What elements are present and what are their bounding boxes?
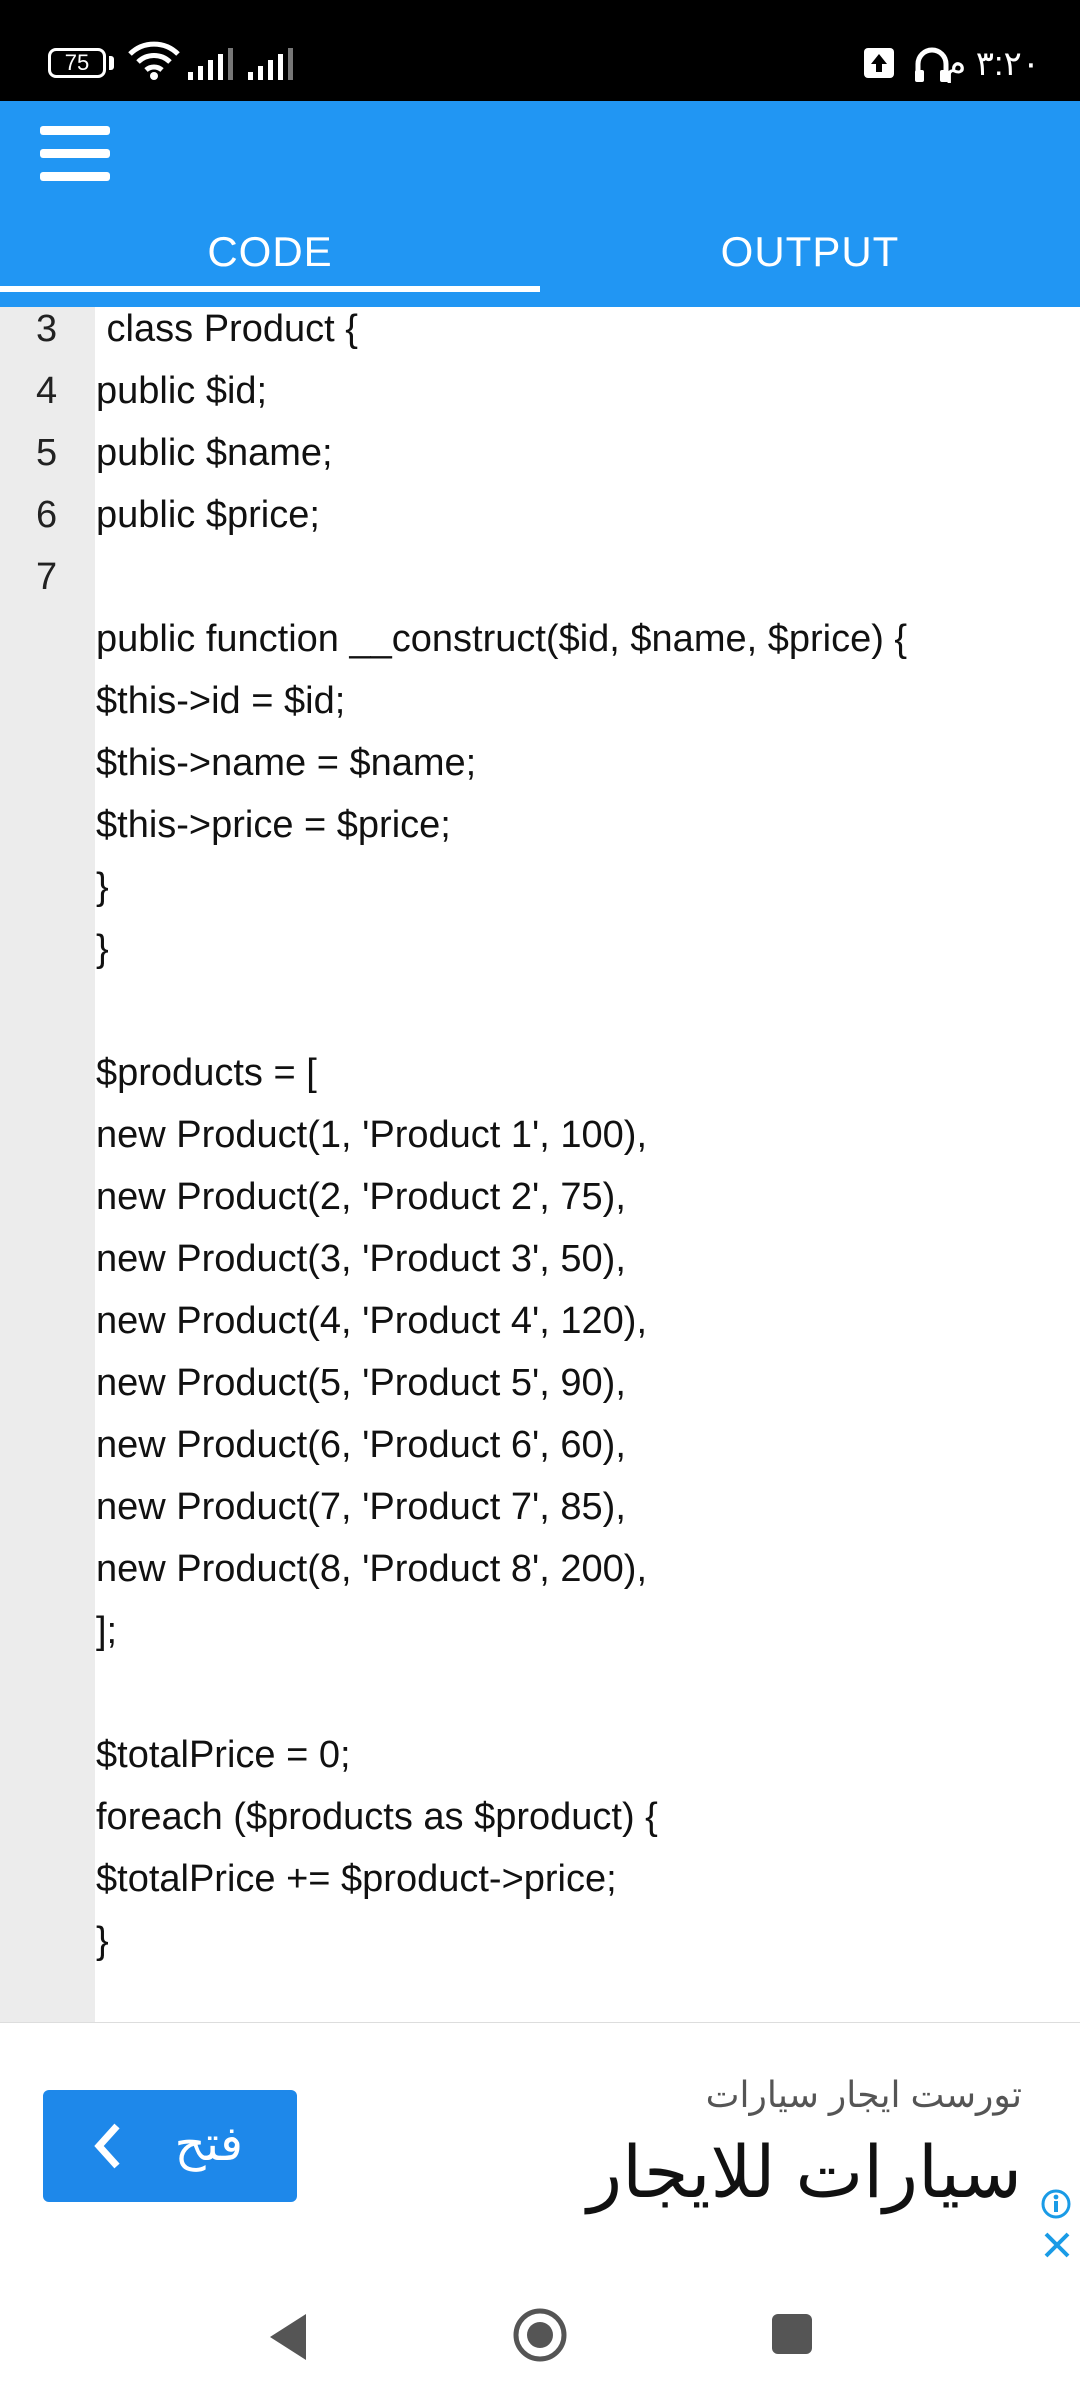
ad-open-label: فتح [174, 2118, 243, 2171]
ad-open-button[interactable]: فتح [43, 2090, 297, 2202]
code-line[interactable]: $this->id = $id; [96, 680, 346, 722]
signal-icon-sim2 [248, 48, 293, 80]
menu-icon[interactable] [40, 126, 110, 186]
home-icon[interactable] [512, 2307, 568, 2363]
ad-close-icon[interactable] [1042, 2230, 1072, 2260]
app-bar [0, 101, 1080, 307]
code-line[interactable]: } [96, 866, 109, 908]
status-time: ٣:٢٠ م [945, 45, 1040, 83]
battery-tip [109, 56, 114, 70]
code-line[interactable]: new Product(3, 'Product 3', 50), [96, 1238, 626, 1280]
code-line[interactable]: public $name; [96, 432, 333, 474]
tab-code[interactable]: CODE [207, 228, 333, 275]
headset-icon [915, 47, 949, 82]
ad-info-icon[interactable] [1040, 2188, 1072, 2220]
code-line[interactable]: public $price; [96, 494, 320, 536]
code-line[interactable]: $products = [ [96, 1052, 317, 1094]
ad-subtitle: تورست ايجار سيارات [705, 2074, 1022, 2115]
recent-apps-icon[interactable] [772, 2314, 812, 2354]
line-number-gutter [0, 307, 95, 2022]
code-line[interactable]: new Product(2, 'Product 2', 75), [96, 1176, 626, 1218]
code-line[interactable]: new Product(8, 'Product 8', 200), [96, 1548, 648, 1590]
line-number: 3 [36, 308, 58, 350]
code-line[interactable]: new Product(4, 'Product 4', 120), [96, 1300, 648, 1342]
tab-indicator [0, 286, 540, 292]
line-number: 6 [36, 494, 58, 536]
code-line[interactable]: } [96, 928, 109, 970]
code-line[interactable]: $this->name = $name; [96, 742, 477, 784]
code-line[interactable]: new Product(5, 'Product 5', 90), [96, 1362, 626, 1404]
line-number: 4 [36, 370, 58, 412]
code-line[interactable]: $totalPrice = 0; [96, 1734, 351, 1776]
code-line[interactable]: class Product { [96, 308, 358, 350]
chevron-left-icon [94, 2123, 120, 2169]
upload-icon [864, 48, 894, 78]
ad-title: سيارات للايجار [587, 2133, 1022, 2213]
code-line[interactable]: } [96, 1920, 109, 1962]
code-line[interactable]: public function __construct($id, $name, … [96, 618, 908, 660]
code-line[interactable]: new Product(1, 'Product 1', 100), [96, 1114, 648, 1156]
back-icon[interactable] [266, 2312, 310, 2362]
code-line[interactable]: foreach ($products as $product) { [96, 1796, 658, 1838]
battery-icon: 75 [48, 48, 106, 78]
signal-icon-sim1 [188, 48, 233, 80]
wifi-icon [128, 41, 180, 80]
line-number: 5 [36, 432, 58, 474]
code-line[interactable]: $totalPrice += $product->price; [96, 1858, 617, 1900]
line-number: 7 [36, 556, 58, 598]
code-line[interactable]: new Product(7, 'Product 7', 85), [96, 1486, 626, 1528]
status-bar [0, 0, 1080, 101]
code-line[interactable]: public $id; [96, 370, 268, 412]
code-line[interactable]: $this->price = $price; [96, 804, 451, 846]
code-line[interactable]: new Product(6, 'Product 6', 60), [96, 1424, 626, 1466]
code-line[interactable]: ]; [96, 1610, 118, 1652]
tab-output[interactable]: OUTPUT [720, 228, 900, 275]
